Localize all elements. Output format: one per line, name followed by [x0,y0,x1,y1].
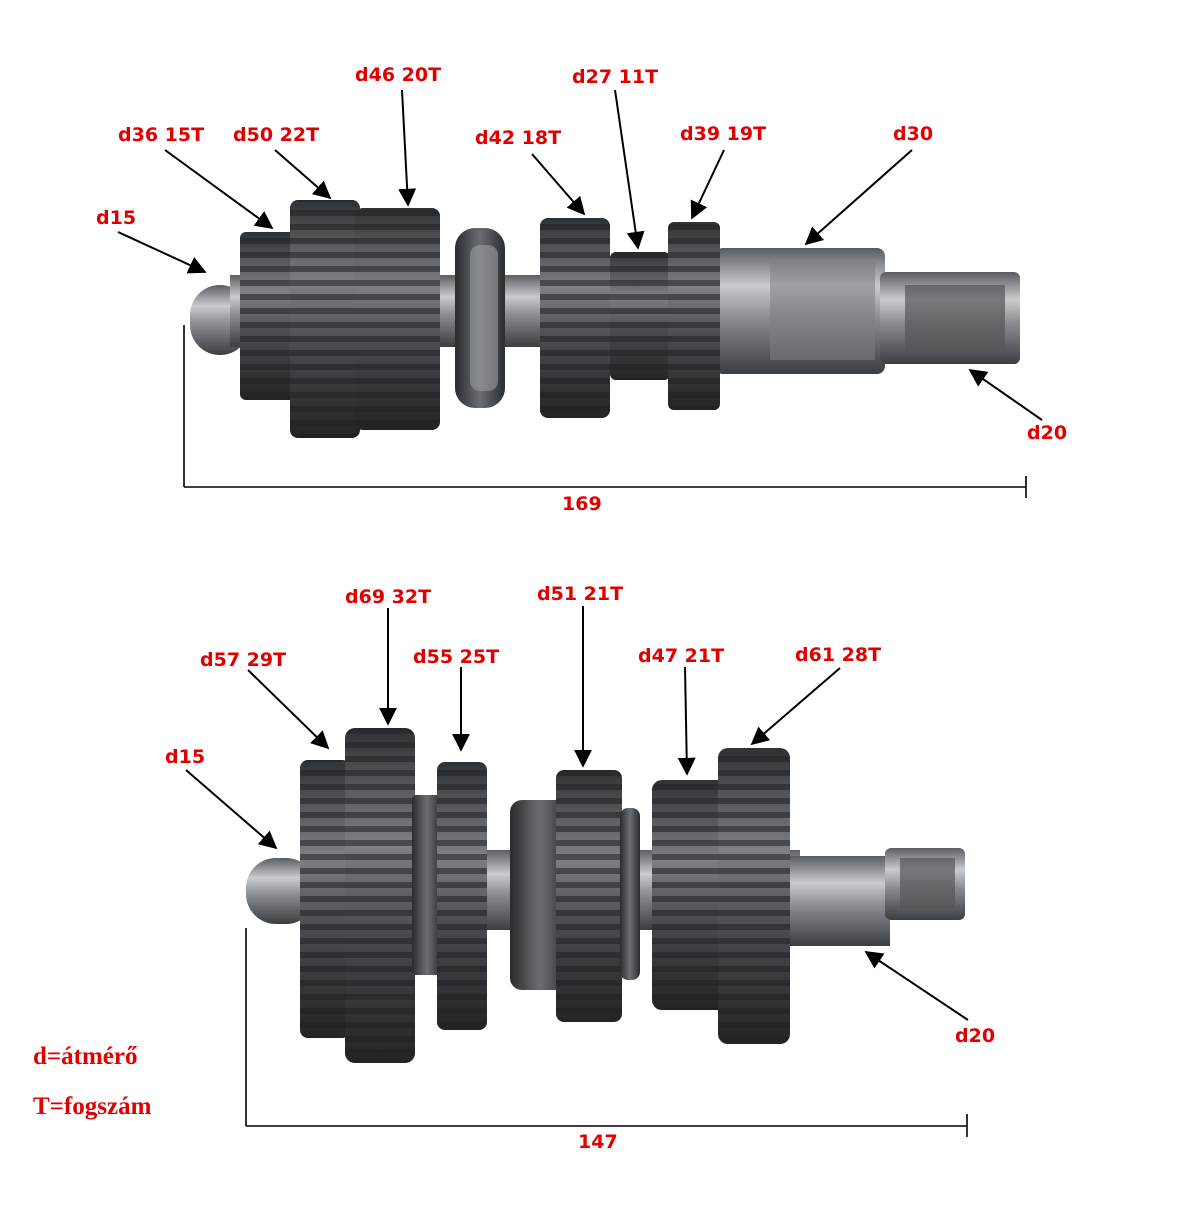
label-top-d50-22t: d50 22T [233,124,319,146]
label-top-d30: d30 [893,123,933,145]
arrow-top-d42 [531,153,586,216]
top-shaft-illustration [190,200,1020,438]
arrow-top-d27 [614,89,645,250]
arrow-top-d30 [804,149,913,246]
label-bottom-d61-28t: d61 28T [795,644,881,666]
label-top-d20: d20 [1027,422,1067,444]
top-labels: d15 d36 15T d50 22T d46 20T d42 18T d27 … [96,64,1067,515]
label-bottom-d47-21t: d47 21T [638,645,724,667]
label-bottom-d15: d15 [165,746,205,768]
arrow-top-d50 [274,149,332,200]
label-bottom-d57-29t: d57 29T [200,649,286,671]
label-top-length: 169 [562,493,602,515]
legend-diameter: d=átmérő [33,1043,138,1070]
legend: d=átmérő T=fogszám [33,1043,152,1120]
label-top-d42-18t: d42 18T [475,127,561,149]
top-dimension-line [183,325,1027,498]
arrow-top-d39 [690,149,725,220]
label-bottom-d20: d20 [955,1025,995,1047]
label-top-d39-19t: d39 19T [680,123,766,145]
arrow-top-d20 [968,368,1043,421]
top-leader-lines [117,89,1043,421]
bottom-left-stub [246,858,316,924]
label-top-d27-11t: d27 11T [572,66,658,88]
arrow-top-d15 [117,231,207,274]
label-bottom-d55-25t: d55 25T [413,646,499,668]
bottom-labels: d15 d57 29T d69 32T d55 25T d51 21T d47 … [165,583,995,1153]
label-bottom-length: 147 [578,1131,618,1153]
label-bottom-d69-32t: d69 32T [345,586,431,608]
arrow-top-d46 [398,89,417,207]
arrow-bottom-d57 [247,669,330,750]
arrow-bottom-d20 [864,951,969,1021]
label-top-d15: d15 [96,207,136,229]
label-top-d46-20t: d46 20T [355,64,441,86]
legend-teeth: T=fogszám [33,1093,152,1120]
arrow-bottom-d15 [185,769,278,850]
bottom-dimension-line [245,928,968,1137]
label-top-d36-15t: d36 15T [118,124,204,146]
bottom-dog-hub [510,800,570,990]
arrow-bottom-d61 [750,667,841,746]
bottom-leader-lines [185,606,969,1021]
arrow-bottom-d47 [677,666,696,776]
bottom-shaft-illustration [246,728,965,1063]
arrow-top-d36 [164,149,274,230]
label-bottom-d51-21t: d51 21T [537,583,623,605]
bottom-shaft-right [780,856,890,946]
